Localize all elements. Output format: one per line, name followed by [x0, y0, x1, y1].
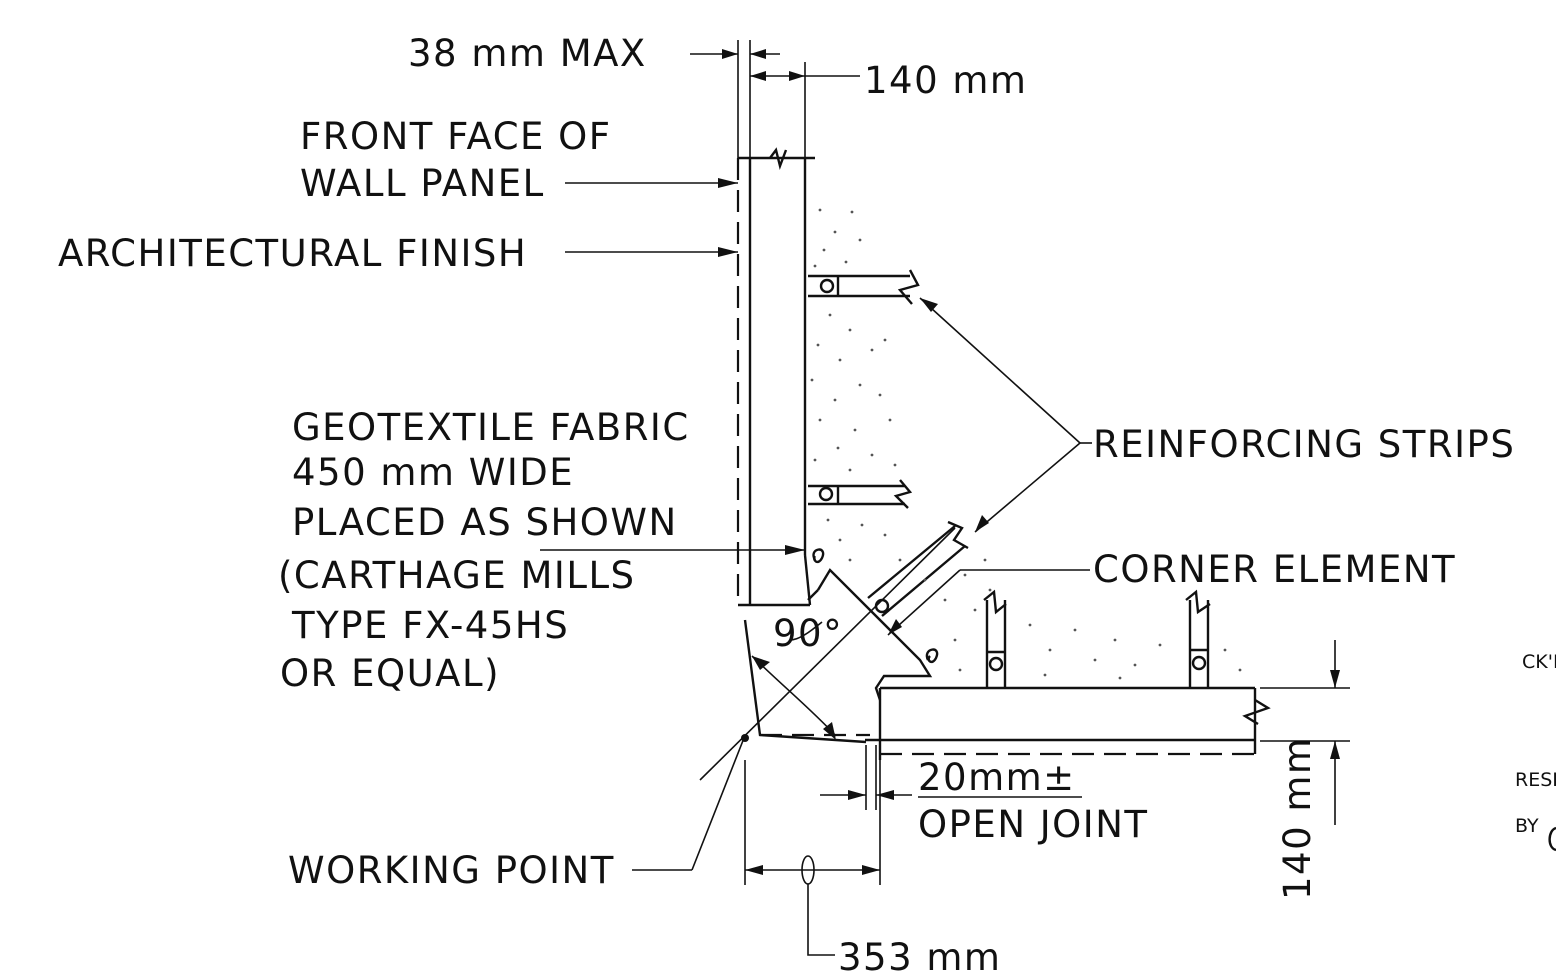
label-353mm: 353 mm: [838, 936, 1001, 979]
dim-140mm-panel: [750, 71, 860, 81]
leaders: [540, 178, 1092, 871]
label-corner-element: CORNER ELEMENT: [1093, 548, 1456, 591]
label-architectural-finish: ARCHITECTURAL FINISH: [58, 232, 527, 275]
reinforcing-strip-middle: [808, 479, 913, 509]
margin-text-resi: RESI: [1515, 769, 1556, 791]
label-38mm-max: 38 mm MAX: [408, 32, 647, 75]
label-front-face-2: WALL PANEL: [300, 162, 545, 205]
label-140mm-vertical: 140 mm: [1276, 737, 1319, 900]
margin-text-ckd: CK'I: [1522, 651, 1556, 673]
corner-element: [743, 548, 939, 744]
label-front-face-1: FRONT FACE OF: [300, 115, 612, 158]
label-angle-90: 90°: [773, 612, 843, 655]
reinforcing-strip-vertical-right: [1185, 589, 1211, 688]
reinforcing-strip-upper: [808, 269, 920, 305]
margin-signature-fragment: [1548, 826, 1556, 852]
label-geotextile-2: 450 mm WIDE: [292, 451, 574, 494]
margin-text-by: BY: [1515, 815, 1539, 837]
vertical-wall-panel: [736, 147, 815, 607]
dim-38mm-max: [690, 49, 780, 59]
reinforcing-strip-diagonal: [867, 520, 969, 617]
reinforcing-strip-vertical-left: [983, 589, 1007, 688]
label-geotextile-4: (CARTHAGE MILLS: [278, 554, 636, 597]
backfill-stipple: [810, 208, 1242, 680]
label-geotextile-3: PLACED AS SHOWN: [292, 501, 678, 544]
top-dimension-extensions: [737, 40, 806, 158]
label-geotextile-5: TYPE FX-45HS: [291, 604, 569, 647]
label-geotextile-6: OR EQUAL): [280, 652, 500, 695]
label-geotextile-1: GEOTEXTILE FABRIC: [292, 406, 690, 449]
label-140mm-panel: 140 mm: [864, 59, 1027, 102]
dim-20mm-open-joint: [820, 745, 912, 810]
dim-140mm-vertical: [1260, 640, 1350, 825]
horizontal-wall-panel: [865, 686, 1271, 760]
label-20mm: 20mm±: [918, 756, 1076, 799]
label-open-joint: OPEN JOINT: [918, 803, 1148, 846]
label-reinforcing-strips: REINFORCING STRIPS: [1093, 423, 1515, 466]
dim-353mm: [744, 760, 881, 956]
label-working-point: WORKING POINT: [288, 849, 615, 892]
